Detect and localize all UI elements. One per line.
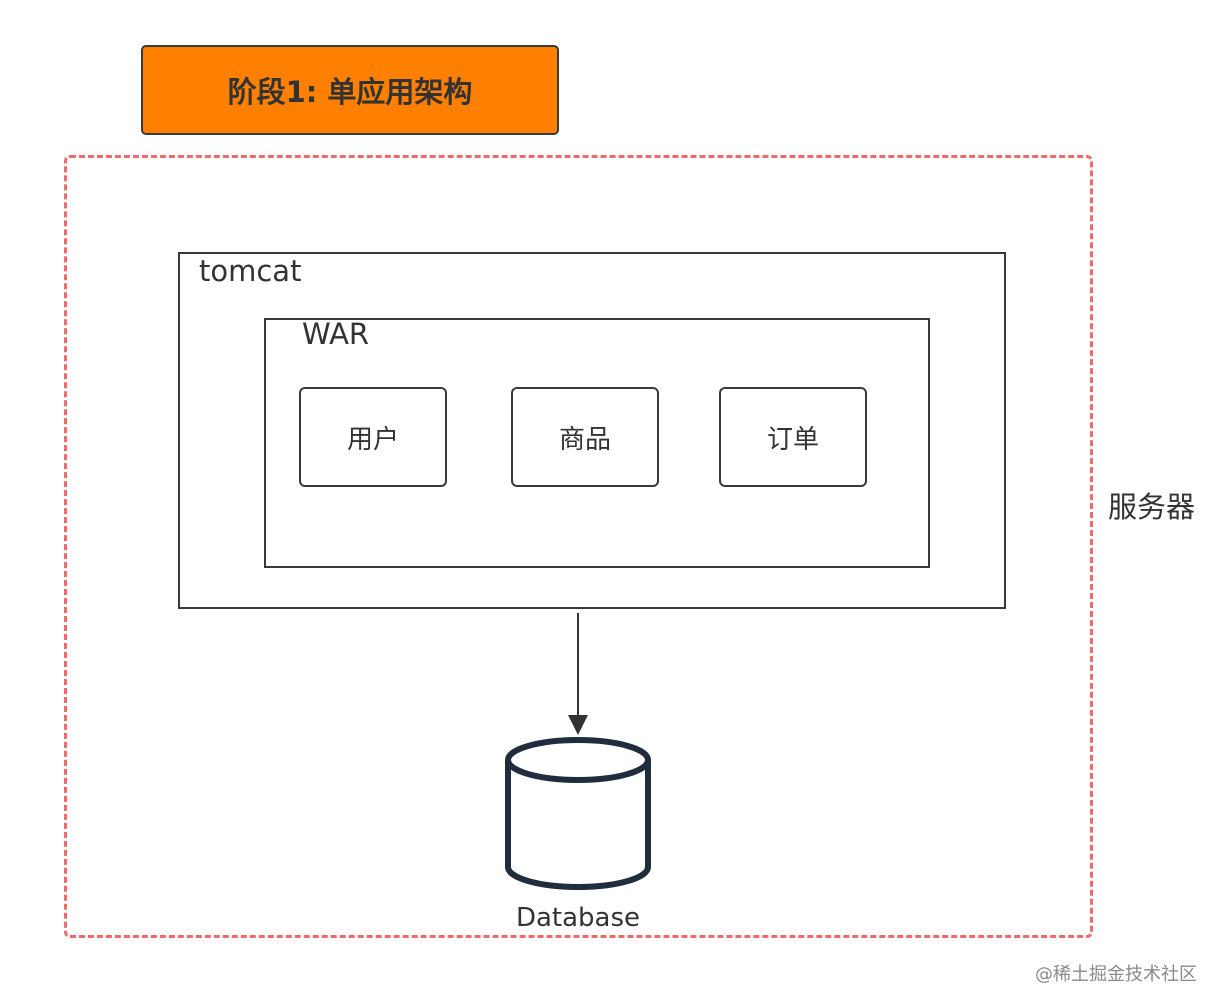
module-product-label: 商品 [558,424,611,455]
war-package: WAR [264,317,930,568]
server-label: 服务器 [1108,490,1196,524]
module-order: 订单 [719,387,867,487]
war-label: WAR [302,317,370,351]
server-boundary [64,155,1093,938]
module-product: 商品 [511,387,659,487]
module-user: 用户 [299,387,447,487]
stage-title-box: 阶段1: 单应用架构 [141,45,559,135]
database-label: Database [515,903,641,933]
watermark: @稀土掘金技术社区 [1035,964,1197,985]
tomcat-label: tomcat [199,254,302,288]
module-user-label: 用户 [346,424,399,455]
module-order-label: 订单 [766,424,819,455]
tomcat-container: tomcat [178,252,1006,609]
database-icon [505,737,651,890]
stage-title: 阶段1: 单应用架构 [227,75,473,109]
